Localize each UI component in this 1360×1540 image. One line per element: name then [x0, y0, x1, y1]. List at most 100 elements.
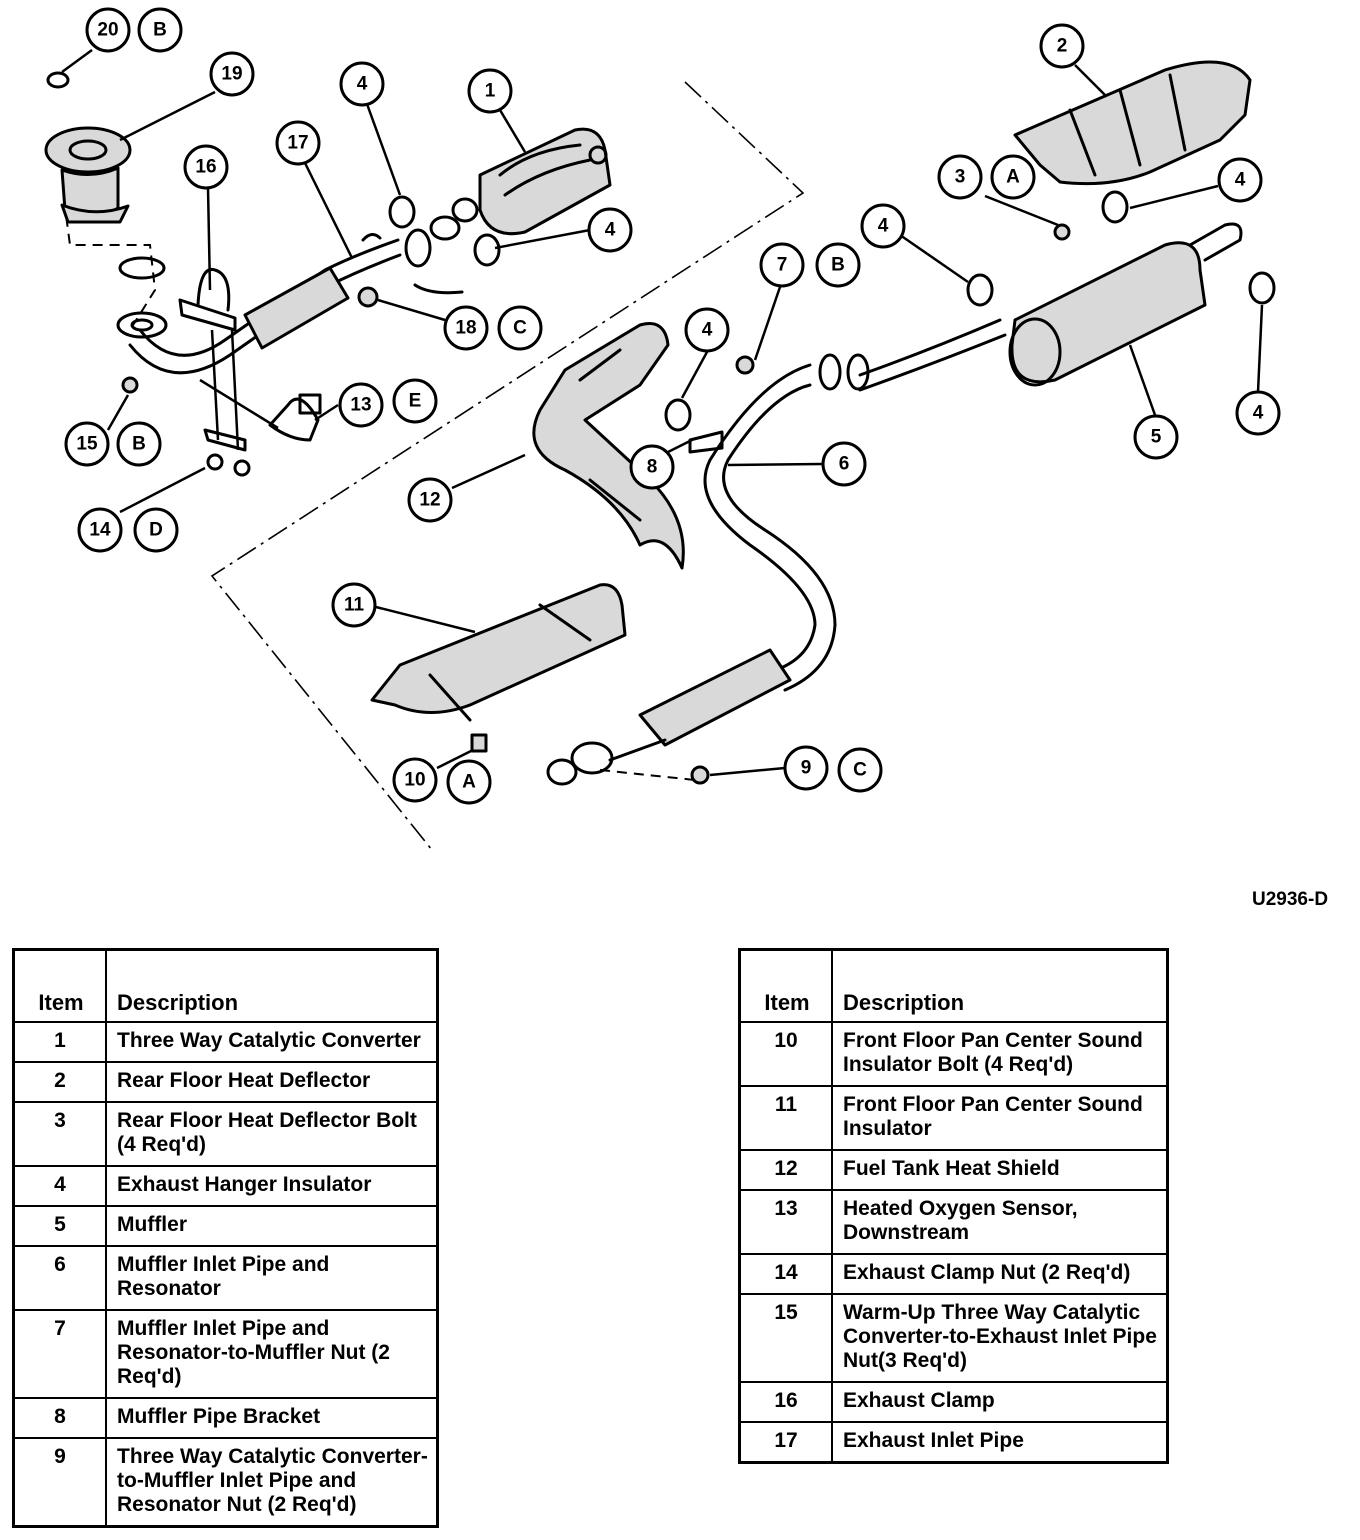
hanger-rod-front	[413, 283, 464, 295]
item-description: Exhaust Hanger Insulator	[105, 1165, 439, 1207]
svg-text:20: 20	[97, 20, 118, 41]
item-number: 1	[12, 1021, 107, 1063]
callout-6: 6	[821, 441, 867, 487]
item-number: 2	[12, 1061, 107, 1103]
item-description: Exhaust Inlet Pipe	[831, 1421, 1169, 1464]
callout-18: 18 C	[443, 305, 543, 351]
svg-text:11: 11	[344, 595, 365, 616]
nut-18	[357, 286, 379, 308]
item-description: Muffler	[105, 1205, 439, 1247]
exhaust-system-diagram: 20 B 19 16 17 4 1 2 3 A 4 4 4	[44, 7, 1281, 851]
header-description: Description	[105, 948, 439, 1023]
item-number: 9	[12, 1437, 107, 1528]
floor-pan-boundary	[210, 81, 805, 851]
hanger-rod-upper	[361, 233, 382, 242]
callout-19: 19	[209, 51, 255, 97]
svg-text:7: 7	[777, 255, 788, 276]
nut-7	[735, 355, 755, 375]
nut-15	[121, 376, 139, 394]
item-number: 15	[738, 1293, 833, 1383]
svg-text:15: 15	[76, 434, 98, 455]
svg-text:B: B	[153, 20, 167, 41]
legend-header-row: Item Description	[738, 948, 1169, 1023]
svg-text:B: B	[831, 255, 845, 276]
callout-13: 13 E	[338, 378, 438, 428]
bolt-10	[470, 733, 488, 753]
svg-text:A: A	[1006, 167, 1020, 188]
callout-4-b: 4	[1217, 157, 1263, 203]
item-number: 17	[738, 1421, 833, 1464]
item-description: Front Floor Pan Center Sound Insulator B…	[831, 1021, 1169, 1087]
svg-text:9: 9	[801, 758, 812, 779]
fuel-tank-heat-shield	[532, 322, 685, 570]
callout-15: 15 B	[64, 421, 162, 467]
callout-4-f: 4	[1235, 390, 1281, 436]
callout-3: 3 A	[937, 154, 1036, 200]
svg-text:12: 12	[419, 490, 440, 511]
svg-text:8: 8	[647, 457, 658, 478]
assembly-dash-center	[599, 769, 696, 781]
item-description: Fuel Tank Heat Shield	[831, 1149, 1169, 1191]
svg-text:D: D	[149, 520, 163, 541]
svg-text:4: 4	[1253, 403, 1264, 424]
nut-9	[690, 765, 710, 785]
item-description: Muffler Pipe Bracket	[105, 1397, 439, 1439]
item-description: Front Floor Pan Center Sound Insulator	[831, 1085, 1169, 1151]
bolt-3	[1053, 223, 1071, 241]
svg-text:4: 4	[1235, 170, 1246, 191]
callout-2: 2	[1039, 23, 1085, 69]
warm-up-catalytic-converter	[44, 71, 132, 224]
svg-text:4: 4	[878, 216, 889, 237]
item-description: Heated Oxygen Sensor, Downstream	[831, 1189, 1169, 1255]
svg-text:B: B	[132, 434, 146, 455]
svg-text:16: 16	[195, 157, 216, 178]
callout-16: 16	[183, 144, 229, 190]
svg-text:C: C	[513, 318, 527, 339]
item-description: Rear Floor Heat Deflector	[105, 1061, 439, 1103]
callout-20: 20 B	[85, 7, 183, 53]
callout-7: 7 B	[759, 242, 861, 288]
front-floor-pan-center-sound-insulator	[370, 583, 627, 722]
callout-14: 14 D	[77, 507, 179, 553]
svg-text:3: 3	[955, 167, 966, 188]
svg-text:10: 10	[404, 770, 425, 791]
callout-12: 12	[407, 477, 453, 523]
hanger-insulators	[388, 190, 1276, 432]
figure-code: U2936-D	[1252, 889, 1329, 910]
item-description: Warm-Up Three Way Catalytic Converter-to…	[831, 1293, 1169, 1383]
callout-4-d: 4	[860, 203, 906, 249]
item-number: 3	[12, 1101, 107, 1167]
item-number: 14	[738, 1253, 833, 1295]
callout-17: 17	[275, 120, 321, 166]
item-description: Muffler Inlet Pipe and Resonator	[105, 1245, 439, 1311]
svg-text:19: 19	[221, 64, 242, 85]
callout-4-c: 4	[587, 207, 633, 253]
exhaust-clamp	[178, 267, 251, 477]
callout-4-e: 4	[684, 307, 730, 353]
svg-text:1: 1	[485, 81, 496, 102]
muffler	[1008, 222, 1243, 387]
item-number: 12	[738, 1149, 833, 1191]
svg-text:2: 2	[1057, 36, 1068, 57]
rear-floor-heat-deflector	[1013, 60, 1252, 186]
header-item: Item	[738, 948, 833, 1023]
item-number: 16	[738, 1381, 833, 1423]
svg-text:14: 14	[89, 520, 111, 541]
muffler-inlet-pipe-and-resonator	[546, 318, 1007, 786]
three-way-catalytic-converter	[478, 127, 612, 236]
callout-4-a: 4	[339, 61, 385, 107]
